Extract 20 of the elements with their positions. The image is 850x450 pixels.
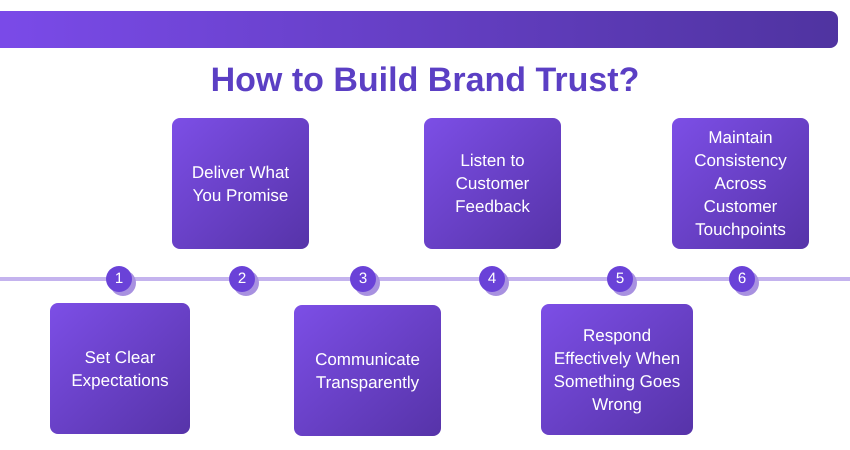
step-number: 4: [479, 266, 505, 292]
step-box: [672, 118, 809, 249]
step-number: 5: [607, 266, 633, 292]
step-text: Listen to Customer Feedback: [454, 150, 531, 218]
step-box: [50, 303, 190, 434]
title: How to Build Brand Trust?: [210, 60, 640, 101]
step-number: 1: [106, 266, 132, 292]
step-text: Deliver What You Promise: [190, 162, 290, 206]
step-box: [541, 304, 693, 435]
step-number: 3: [350, 266, 376, 292]
banner: [0, 11, 838, 48]
step-text: Maintain Consistency Across Customer Touchpoints: [693, 127, 788, 241]
step-box: [424, 118, 561, 249]
step-text: Respond Effectively When Something Goes Wrong: [552, 324, 682, 416]
step-box: [172, 118, 309, 249]
step-number: 2: [229, 266, 255, 292]
step-text: Set Clear Expectations: [70, 346, 170, 392]
step-number: 6: [729, 266, 755, 292]
step-box: [294, 305, 441, 436]
step-text: Communicate Transparently: [314, 348, 421, 394]
